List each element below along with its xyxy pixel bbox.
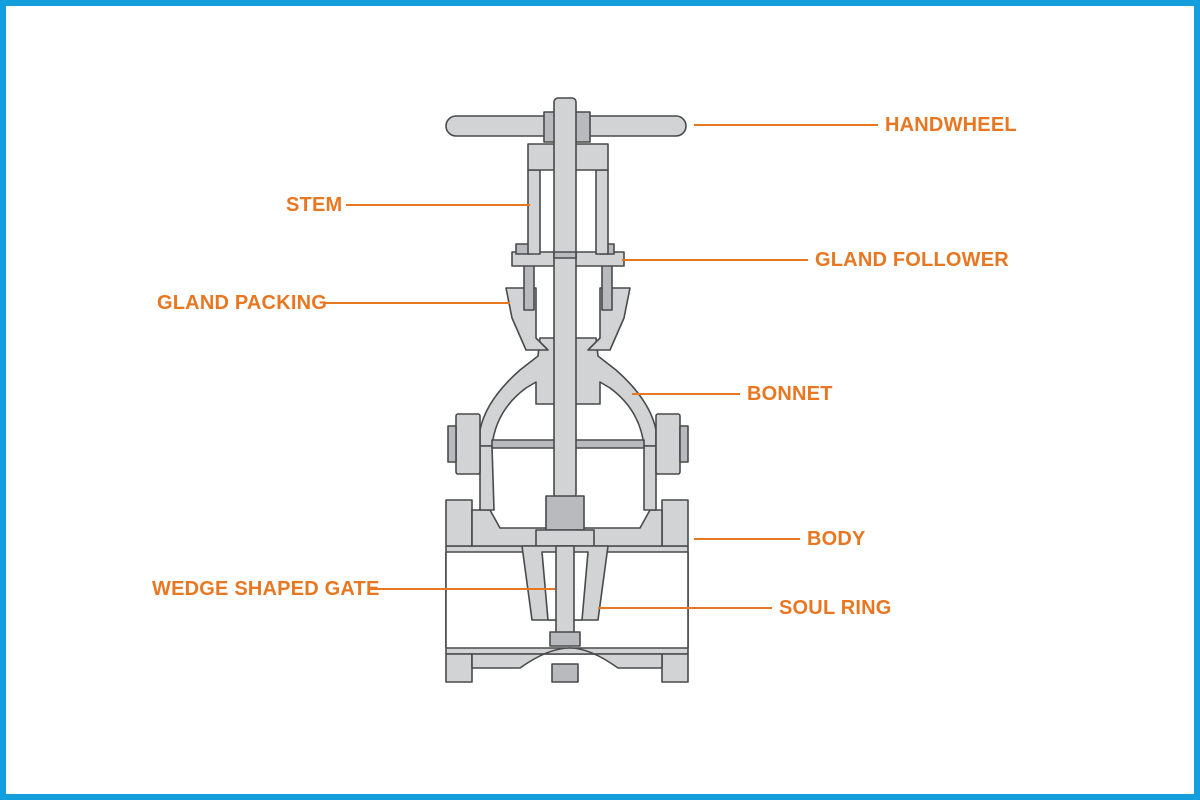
label-bonnet: BONNET — [747, 383, 833, 405]
label-handwheel: HANDWHEEL — [885, 114, 1017, 136]
leader-lines — [324, 124, 878, 609]
label-gland-packing: GLAND PACKING — [157, 292, 328, 314]
label-wedge-shaped-gate: WEDGE SHAPED GATE — [152, 578, 380, 600]
gland-packing-box — [505, 263, 631, 351]
label-soul-ring: SOUL RING — [779, 597, 892, 619]
valve-stem — [553, 97, 577, 499]
label-gland-follower: GLAND FOLLOWER — [815, 249, 1009, 271]
label-stem: STEM — [286, 194, 343, 216]
label-body: BODY — [807, 528, 866, 550]
wedge-gate — [521, 495, 609, 683]
